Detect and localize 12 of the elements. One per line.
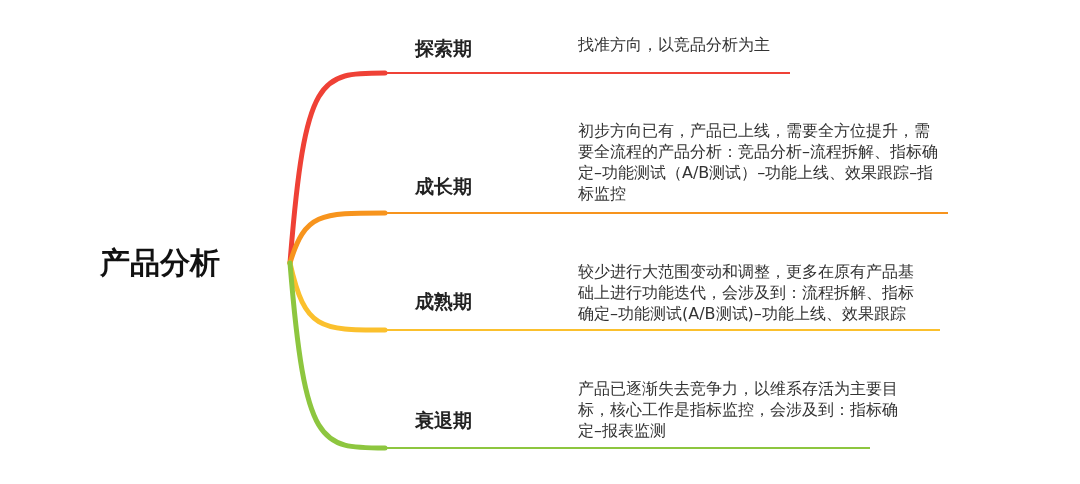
description-text: 初步方向已有，产品已上线，需要全方位提升，需要全流程的产品分析：竞品分析–流程拆解、指标确定–功能测试（A/B测试）–功能上线、效果跟踪–指标监控 xyxy=(578,120,938,204)
branch-curve xyxy=(287,260,388,333)
branch-title: 成熟期 xyxy=(415,289,472,314)
branch-title: 衰退期 xyxy=(415,408,472,433)
branch-curve xyxy=(287,260,388,451)
branch-title: 成长期 xyxy=(415,174,472,199)
branch-title: 探索期 xyxy=(415,36,472,61)
root-topic: 产品分析 xyxy=(100,238,290,288)
description-text: 较少进行大范围变动和调整，更多在原有产品基础上进行功能迭代，会涉及到：流程拆解、指标确定–功能测试(A/B测试)–功能上线、效果跟踪 xyxy=(578,261,915,324)
branch-curve xyxy=(287,210,388,266)
description-text: 找准方向，以竞品分析为主 xyxy=(578,34,771,55)
description-text: 产品已逐渐失去竞争力，以维系存活为主要目标，核心工作是指标监控，会涉及到：指标确定–报表监测 xyxy=(578,378,899,441)
